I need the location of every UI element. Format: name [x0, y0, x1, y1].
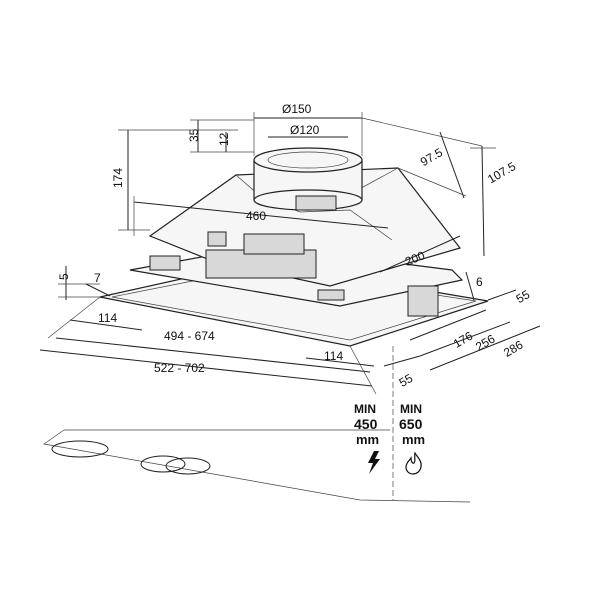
dim-height-7: 7 — [94, 271, 101, 285]
dim-depth-97-5: 97.5 — [418, 145, 446, 169]
gas-min-label: MIN — [400, 402, 422, 416]
dim-height-6: 6 — [476, 275, 483, 289]
dim-height-174: 174 — [111, 168, 125, 188]
burner-middle — [140, 455, 186, 473]
dim-width-522-702: 522 - 702 — [154, 361, 205, 375]
dim-depth-55-top: 55 — [514, 287, 533, 306]
duct-dimensions: Ø150 Ø120 35 12 — [187, 102, 363, 156]
electric-min-unit: mm — [356, 432, 379, 447]
dim-width-460: 460 — [246, 209, 266, 223]
electric-min-value: 450 — [354, 416, 378, 432]
dim-width-494-674: 494 - 674 — [164, 329, 215, 343]
dim-diameter-120: Ø120 — [290, 123, 320, 137]
burner-right — [165, 457, 211, 475]
dim-height-5: 5 — [57, 273, 71, 280]
cooktop — [43, 429, 471, 503]
control-bracket — [407, 285, 439, 317]
dim-depth-107-5: 107.5 — [485, 159, 518, 186]
gas-min-unit: mm — [402, 432, 425, 447]
dim-depth-286: 286 — [501, 337, 526, 359]
left-small-dimensions: 5 7 — [57, 266, 111, 300]
dim-height-12: 12 — [217, 132, 231, 146]
dim-width-114-left: 114 — [98, 311, 117, 325]
burner-left — [51, 440, 109, 458]
dim-width-114-right: 114 — [324, 349, 343, 363]
clearance-electric: MIN 450 mm — [354, 402, 380, 474]
height-dimension: 174 — [111, 129, 238, 231]
dim-depth-55-bottom: 55 — [397, 371, 416, 390]
clearance-gas: MIN 650 mm — [399, 402, 425, 475]
electric-min-label: MIN — [354, 402, 376, 416]
lightning-icon — [368, 451, 380, 474]
motor-unit — [205, 249, 317, 279]
hood-body — [99, 147, 489, 347]
gas-min-value: 650 — [399, 416, 423, 432]
duct-top — [253, 147, 363, 173]
width-dimensions-outer: 114 494 - 674 522 - 702 114 — [39, 296, 377, 395]
flame-icon — [405, 451, 422, 475]
dim-height-35: 35 — [187, 128, 201, 142]
dim-diameter-150: Ø150 — [282, 102, 312, 116]
